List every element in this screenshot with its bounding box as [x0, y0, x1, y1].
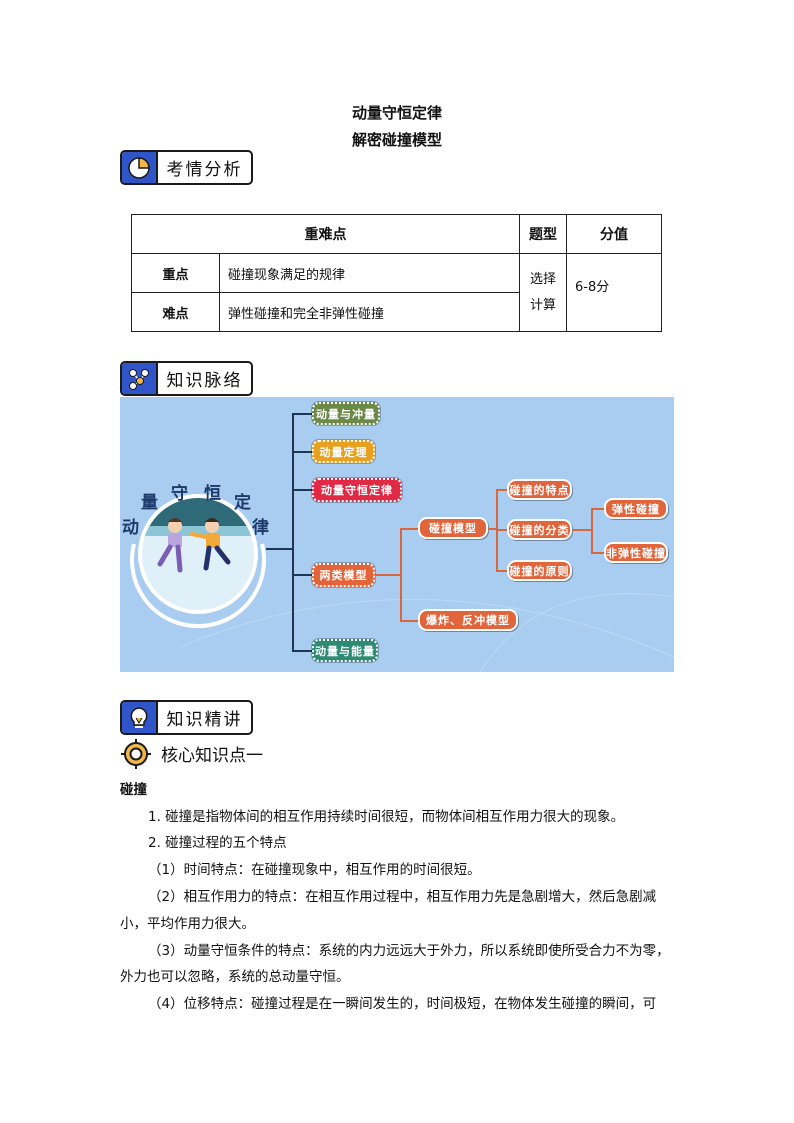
- root-char: 量: [141, 493, 158, 513]
- section-badge-analysis: 考情分析: [120, 150, 253, 185]
- node-inelastic-collision: 非弹性碰撞: [604, 542, 668, 563]
- content-heading: 碰撞: [120, 782, 147, 798]
- connector-line: [496, 529, 508, 531]
- document-title: 动量守恒定律: [351, 104, 442, 122]
- document-subtitle: 解密碰撞模型: [351, 131, 442, 149]
- connector-line: [292, 489, 312, 491]
- sub-item: （3）动量守恒条件的特点：系统的内力远远大于外力，所以系统即使所受合力不为零，: [148, 943, 670, 959]
- connector-line: [488, 528, 498, 530]
- sub-item: （1）时间特点：在碰撞现象中，相互作用的时间很短。: [148, 862, 481, 878]
- connector-line: [292, 650, 312, 652]
- connector-line: [292, 413, 294, 651]
- header-key-points: 重难点: [131, 214, 520, 254]
- connector-line: [496, 489, 508, 491]
- section-label: 知识脉络: [166, 371, 243, 391]
- node-explosion-recoil-model: 爆炸、反冲模型: [418, 609, 518, 631]
- mind-map: 动 量 守 恒 定 律 动量与冲量 动量定理 动量守恒定律 两类模型 动量与能量…: [120, 397, 674, 672]
- section-badge-knowledge-map: 知识脉络: [120, 361, 253, 396]
- section-label: 考情分析: [166, 160, 243, 180]
- root-char: 恒: [204, 484, 221, 504]
- node-collision-principles: 碰撞的原则: [507, 560, 572, 581]
- section-label: 知识精讲: [166, 710, 243, 730]
- sub-item-continuation: 小，平均作用力很大。: [120, 916, 255, 932]
- question-type-calc: 计算: [529, 297, 556, 313]
- header-question-type: 题型: [519, 214, 567, 254]
- node-momentum-energy: 动量与能量: [312, 639, 378, 662]
- list-item: 1. 碰撞是指物体间的相互作用持续时间很短，而物体间相互作用力很大的现象。: [148, 809, 625, 825]
- node-elastic-collision: 弹性碰撞: [604, 498, 668, 519]
- node-momentum-impulse: 动量与冲量: [312, 402, 380, 425]
- row-content-difficult: 弹性碰撞和完全非弹性碰撞: [219, 292, 520, 332]
- score-cell: 6-8分: [566, 253, 662, 332]
- node-conservation-law: 动量守恒定律: [312, 478, 402, 502]
- node-collision-model: 碰撞模型: [418, 517, 488, 539]
- target-icon: [120, 738, 152, 770]
- connector-line: [591, 508, 593, 554]
- root-char: 守: [171, 484, 188, 504]
- section-badge-lecture: 知识精讲: [120, 700, 253, 735]
- root-char: 定: [234, 493, 251, 513]
- connector-line: [375, 574, 401, 576]
- sub-item: （4）位移特点：碰撞过程是在一瞬间发生的，时间极短，在物体发生碰撞的瞬间，可: [148, 996, 657, 1012]
- node-momentum-theorem: 动量定理: [312, 440, 375, 463]
- connector-line: [266, 548, 294, 550]
- core-point-title: 核心知识点一: [161, 746, 263, 766]
- node-collision-features: 碰撞的特点: [507, 479, 572, 500]
- connector-line: [591, 508, 605, 510]
- row-label-key: 重点: [131, 253, 220, 293]
- decorative-background-arcs: [179, 593, 674, 672]
- row-label-difficult: 难点: [131, 292, 220, 332]
- connector-line: [292, 574, 312, 576]
- node-two-models: 两类模型: [312, 563, 375, 587]
- connector-line: [400, 528, 402, 622]
- connector-line: [400, 528, 420, 530]
- sub-item-continuation: 外力也可以忽略，系统的总动量守恒。: [120, 969, 350, 985]
- question-type-cell: 选择 计算: [519, 253, 567, 332]
- question-type-choice: 选择: [529, 271, 556, 287]
- row-content-key: 碰撞现象满足的规律: [219, 253, 520, 293]
- connector-line: [292, 451, 312, 453]
- node-collision-classification: 碰撞的分类: [507, 519, 572, 540]
- list-item: 2. 碰撞过程的五个特点: [148, 835, 287, 851]
- connector-line: [572, 529, 592, 531]
- connector-line: [496, 570, 508, 572]
- skating-illustration: [130, 494, 266, 629]
- pie-chart-icon: [122, 152, 158, 183]
- connector-line: [400, 620, 420, 622]
- analysis-table: 重难点 题型 分值 重点 碰撞现象满足的规律 选择 计算 6-8分 难点 弹性碰…: [131, 214, 662, 332]
- lightbulb-icon: [122, 702, 158, 733]
- header-score: 分值: [566, 214, 662, 254]
- sub-item: （2）相互作用力的特点：在相互作用过程中，相互作用力先是急剧增大，然后急剧减: [148, 889, 657, 905]
- connector-line: [292, 413, 312, 415]
- root-char: 动: [122, 518, 139, 538]
- network-nodes-icon: [122, 363, 158, 394]
- root-char: 律: [252, 518, 269, 538]
- connector-line: [591, 552, 605, 554]
